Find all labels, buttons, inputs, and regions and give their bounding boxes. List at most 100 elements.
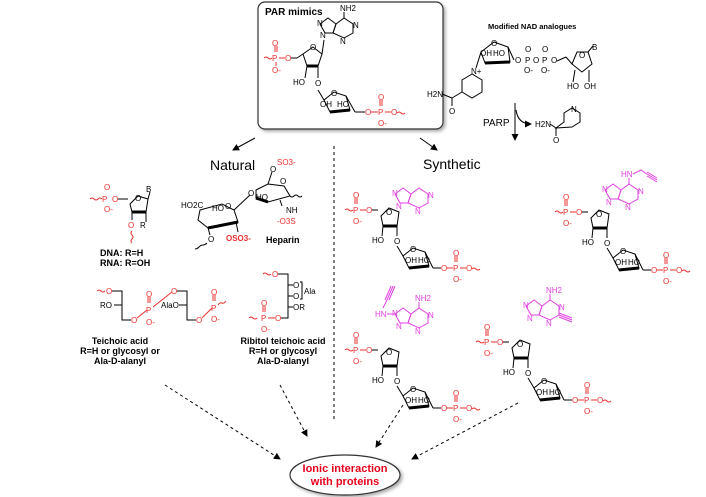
pyridinium-ring — [461, 73, 483, 99]
result-line-1: Ionic interaction — [303, 463, 388, 475]
svg-text:HN: HN — [375, 310, 387, 319]
svg-text:O: O — [146, 290, 152, 299]
svg-text:P: P — [102, 195, 107, 204]
svg-text:O: O — [553, 136, 559, 145]
svg-text:O: O — [378, 93, 384, 102]
svg-text:N: N — [320, 31, 326, 40]
svg-text:O-: O- — [541, 66, 550, 75]
nad-title: Modified NAD analogues — [488, 22, 576, 31]
ribitol-teichoic-acid-structure: O O O Ala OR O P O O- Ribitol teichoic a… — [240, 270, 325, 366]
teichoic-acid-structure: O RO O P O O- O AlaO O P O O- Teichoic a… — [80, 287, 227, 366]
par-mimics-panel: PAR mimics P O O- O O HO O — [257, 1, 444, 130]
dna-label: DNA: R=H — [100, 248, 143, 258]
svg-text:OR: OR — [293, 303, 305, 312]
svg-text:O-: O- — [378, 119, 387, 128]
svg-text:O: O — [275, 314, 281, 323]
svg-text:O: O — [579, 51, 585, 60]
svg-text:P: P — [211, 304, 216, 313]
svg-text:O: O — [515, 56, 521, 65]
svg-text:O: O — [171, 287, 177, 296]
svg-text:O: O — [104, 183, 110, 192]
svg-text:O: O — [449, 107, 455, 116]
teichoic-label-3: Ala-D-alanyl — [94, 356, 146, 366]
svg-text:O: O — [285, 54, 291, 63]
svg-text:HO: HO — [212, 204, 224, 213]
result-line-2: with proteins — [310, 476, 379, 488]
svg-text:O: O — [106, 287, 112, 296]
teichoic-label-2: R=H or glycosyl or — [80, 346, 160, 356]
natural-branch-arrow — [232, 137, 256, 151]
synthetic-compound-1 — [343, 187, 482, 286]
par-mimics-title: PAR mimics — [265, 7, 323, 18]
par-lower-ribose: O OH HO — [317, 89, 365, 114]
svg-text:NH2: NH2 — [340, 4, 357, 13]
par-left-phosphate: P O O- O — [263, 39, 297, 75]
svg-text:O: O — [293, 292, 299, 301]
svg-text:HO2C: HO2C — [181, 201, 203, 210]
svg-text:O: O — [331, 89, 337, 98]
svg-text:O-: O- — [261, 325, 270, 334]
svg-text:O: O — [225, 202, 231, 211]
svg-text:O: O — [533, 56, 539, 65]
svg-text:OH: OH — [480, 49, 492, 58]
nicotinamide-release-arrow — [515, 109, 532, 128]
svg-text:HN: HN — [621, 170, 633, 179]
svg-text:N: N — [340, 37, 346, 46]
svg-text:O: O — [128, 221, 134, 230]
heparin-so3-top: SO3- — [277, 158, 296, 167]
synthetic-compound-3-8-propargylamino: HN NH2 — [343, 285, 482, 426]
svg-text:P: P — [542, 56, 547, 65]
heparin-structure: HO2C HO O O OSO3- O HO O O SO3- NH -O3S … — [181, 158, 303, 250]
ribitol-label-2: R=H or glycosyl — [249, 346, 317, 356]
svg-text:O: O — [261, 299, 267, 308]
synthetic-branch-arrow — [419, 137, 438, 151]
svg-text:O: O — [211, 288, 217, 297]
svg-text:O: O — [293, 281, 299, 290]
svg-text:O: O — [315, 79, 321, 88]
svg-text:N: N — [317, 19, 323, 28]
svg-text:O-: O- — [524, 66, 533, 75]
svg-text:O: O — [491, 39, 497, 48]
svg-text:O: O — [272, 270, 278, 279]
svg-text:O: O — [272, 39, 278, 48]
svg-text:O: O — [525, 45, 531, 54]
svg-text:O: O — [196, 316, 202, 325]
svg-text:O: O — [551, 56, 557, 65]
svg-text:O: O — [208, 235, 214, 244]
svg-text:HO: HO — [567, 82, 579, 91]
rna-label: RNA: R=OH — [100, 258, 150, 268]
svg-text:O: O — [131, 316, 137, 325]
nucleic-acid-structure: P O O- O O B R O DNA: R=H RNA: R=OH — [89, 183, 151, 268]
svg-text:HO: HO — [337, 100, 349, 109]
svg-text:P: P — [261, 314, 266, 323]
parp-label: PARP — [483, 118, 510, 129]
ribitol-to-result-arrow — [279, 384, 308, 437]
nucleic-r-label: R — [140, 221, 146, 230]
svg-text:N: N — [353, 21, 359, 30]
svg-text:NH: NH — [286, 206, 298, 215]
svg-text:OH: OH — [320, 100, 332, 109]
svg-text:AlaO: AlaO — [161, 301, 179, 310]
svg-text:P: P — [272, 54, 277, 63]
svg-text:HO: HO — [293, 78, 305, 87]
result-ellipse — [289, 454, 401, 496]
svg-text:O: O — [112, 195, 118, 204]
svg-text:Ala: Ala — [304, 287, 316, 296]
svg-text:O-: O- — [146, 318, 155, 327]
result-node: Ionic interaction with proteins — [289, 454, 401, 496]
svg-text:O: O — [391, 108, 397, 117]
ribitol-label-3: Ala-D-alanyl — [257, 356, 309, 366]
svg-text:OH: OH — [584, 82, 596, 91]
svg-text:O: O — [270, 165, 276, 174]
svg-text:RO: RO — [100, 301, 112, 310]
ribitol-label-1: Ribitol teichoic acid — [240, 336, 325, 346]
nicotinamide: H2N O N — [535, 105, 581, 145]
svg-text:B: B — [592, 43, 597, 52]
par-right-phosphate: O P O O- O — [365, 93, 406, 128]
svg-text:NH2: NH2 — [415, 294, 432, 303]
svg-text:HO: HO — [256, 193, 268, 202]
svg-text:P: P — [525, 56, 530, 65]
heparin-o3s: -O3S — [277, 217, 296, 226]
synthetic-compound-2-n6-propargyl: HN — [553, 169, 692, 288]
